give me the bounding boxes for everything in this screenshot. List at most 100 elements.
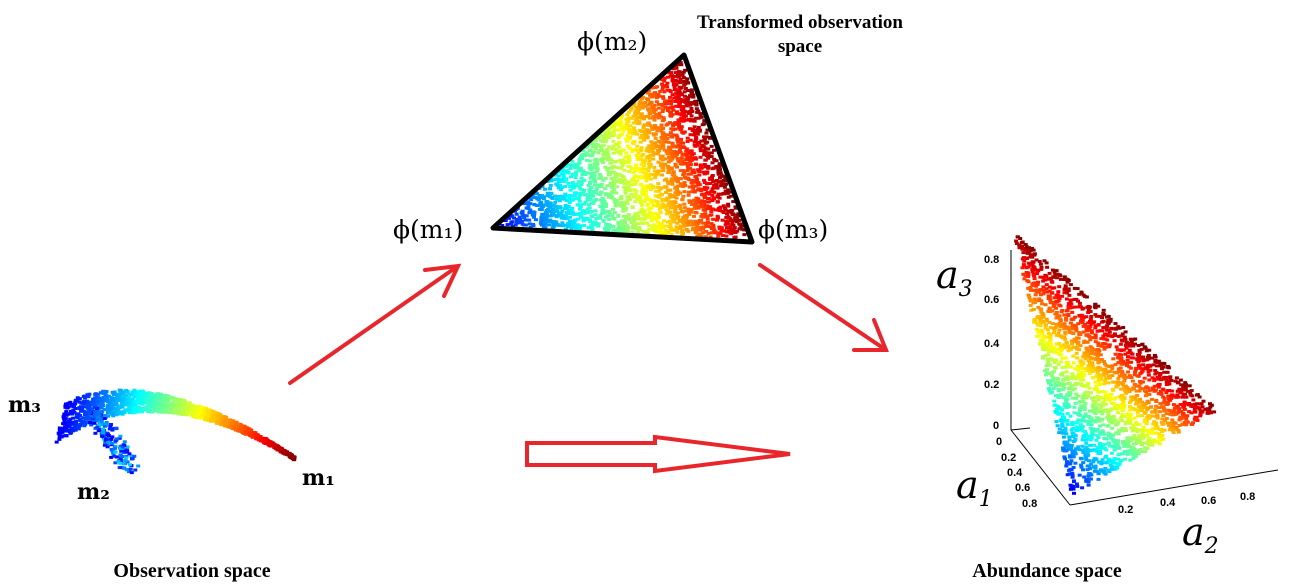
scatter-point: [1109, 401, 1114, 405]
scatter-point: [545, 191, 550, 195]
scatter-point: [106, 394, 111, 398]
scatter-point: [560, 185, 565, 189]
scatter-point: [1069, 443, 1074, 447]
scatter-point: [605, 184, 610, 188]
scatter-point: [191, 415, 196, 419]
scatter-point: [615, 230, 620, 234]
scatter-point: [675, 89, 680, 93]
scatter-point: [1053, 381, 1058, 385]
scatter-point: [599, 185, 604, 188]
scatter-point: [597, 149, 602, 152]
scatter-point: [1095, 428, 1100, 432]
scatter-point: [1070, 327, 1075, 331]
scatter-point: [158, 403, 163, 407]
scatter-point: [580, 188, 584, 192]
scatter-point: [652, 103, 657, 107]
scatter-point: [208, 415, 213, 419]
scatter-point: [1183, 423, 1188, 427]
scatter-point: [693, 210, 698, 214]
scatter-point: [571, 211, 576, 215]
scatter-point: [652, 132, 657, 136]
scatter-point: [683, 68, 688, 72]
scatter-point: [162, 399, 167, 403]
scatter-point: [721, 174, 726, 178]
scatter-point: [1064, 297, 1069, 301]
scatter-point: [587, 149, 592, 153]
scatter-point: [607, 226, 611, 230]
scatter-point: [620, 219, 625, 223]
scatter-point: [656, 102, 661, 106]
scatter-point: [1116, 463, 1121, 467]
scatter-point: [621, 206, 626, 210]
scatter-point: [1156, 392, 1161, 396]
scatter-point: [563, 164, 568, 168]
scatter-point: [698, 146, 703, 150]
scatter-point: [1082, 405, 1087, 409]
scatter-point: [661, 140, 666, 144]
scatter-point: [665, 220, 670, 224]
scatter-point: [650, 213, 655, 217]
scatter-point: [1023, 243, 1028, 246]
scatter-point: [692, 180, 697, 184]
scatter-point: [1079, 465, 1084, 469]
scatter-point: [1083, 401, 1088, 405]
scatter-point: [555, 182, 560, 186]
scatter-point: [633, 166, 638, 170]
scatter-point: [1076, 445, 1081, 449]
scatter-point: [563, 204, 568, 207]
scatter-point: [674, 152, 679, 156]
scatter-point: [180, 404, 185, 408]
scatter-point: [708, 235, 713, 239]
scatter-point: [224, 415, 229, 419]
scatter-point: [680, 229, 684, 233]
scatter-point: [1097, 430, 1102, 434]
scatter-point: [1021, 251, 1026, 255]
scatter-point: [702, 122, 707, 126]
scatter-point: [113, 440, 118, 444]
scatter-point: [625, 134, 630, 138]
scatter-point: [57, 437, 62, 441]
scatter-point: [693, 144, 698, 148]
scatter-point: [684, 158, 689, 162]
scatter-point: [253, 433, 258, 437]
scatter-point: [578, 204, 582, 208]
scatter-point: [1106, 412, 1111, 415]
scatter-point: [692, 140, 697, 144]
scatter-point: [640, 203, 645, 207]
scatter-point: [682, 76, 686, 80]
scatter-point: [666, 164, 671, 168]
scatter-point: [65, 406, 70, 410]
scatter-point: [1093, 305, 1097, 309]
scatter-point: [554, 173, 559, 177]
scatter-point: [515, 221, 520, 225]
scatter-point: [682, 223, 687, 227]
scatter-point: [645, 202, 650, 206]
scatter-point: [657, 113, 662, 117]
scatter-point: [721, 178, 726, 182]
scatter-point: [720, 209, 725, 213]
scatter-point: [678, 97, 683, 101]
scatter-point: [570, 172, 575, 176]
scatter-point: [233, 425, 238, 429]
scatter-point: [1079, 317, 1084, 321]
scatter-point: [657, 203, 662, 207]
scatter-point: [1098, 432, 1103, 436]
scatter-point: [699, 234, 704, 238]
scatter-point: [679, 156, 684, 160]
scatter-point: [1068, 299, 1073, 303]
scatter-point: [1074, 421, 1079, 425]
scatter-point: [686, 207, 691, 211]
scatter-point: [1055, 272, 1060, 276]
scatter-point: [532, 213, 537, 216]
scatter-point: [1077, 366, 1082, 370]
scatter-point: [659, 126, 664, 129]
scatter-point: [117, 436, 122, 440]
scatter-point: [1062, 386, 1067, 390]
scatter-point: [1123, 337, 1128, 341]
scatter-point: [1103, 379, 1108, 383]
scatter-point: [725, 226, 729, 230]
scatter-point: [153, 395, 158, 398]
scatter-point: [688, 172, 693, 176]
scatter-point: [629, 179, 634, 183]
scatter-point: [657, 207, 662, 211]
